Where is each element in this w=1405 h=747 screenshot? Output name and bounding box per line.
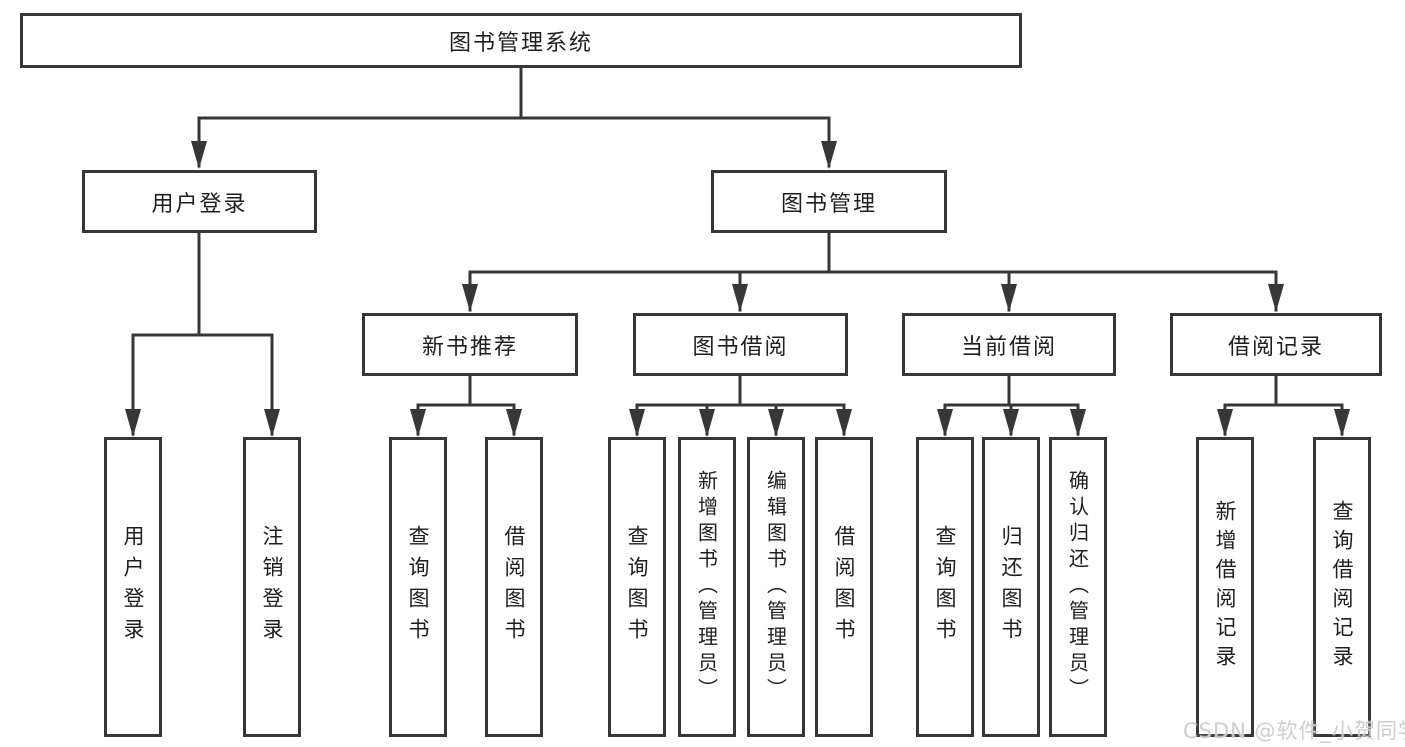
node-borrowing-records: 借阅记录: [1170, 313, 1382, 376]
leaf-borrow-books-1: 借阅图书: [485, 437, 543, 737]
csdn-watermark: CSDN @软件_小贺同学: [1183, 719, 1405, 743]
arrowhead-icons: [125, 141, 1350, 437]
leaf-confirm-return-admin: 确认归还（管理员）: [1049, 437, 1107, 737]
node-label: 图书管理: [780, 191, 877, 217]
node-label: 查询图书: [933, 525, 957, 649]
node-current-borrowing: 当前借阅: [902, 313, 1116, 376]
leaf-add-borrow-record: 新增借阅记录: [1196, 437, 1254, 737]
node-label: 新书推荐: [421, 334, 518, 360]
node-label: 用户登录: [121, 525, 145, 649]
leaf-query-books-3: 查询图书: [916, 437, 974, 737]
node-label: 新增图书（管理员）: [694, 470, 719, 704]
node-book-management: 图书管理: [711, 170, 947, 233]
node-label: 当前借阅: [960, 334, 1057, 360]
node-label: 用户登录: [151, 191, 248, 217]
leaf-return-books: 归还图书: [982, 437, 1040, 737]
node-label: 归还图书: [999, 525, 1023, 649]
leaf-logout: 注销登录: [243, 437, 301, 737]
node-label: 图书管理系统: [448, 30, 593, 56]
leaf-user-login: 用户登录: [104, 437, 162, 737]
leaf-query-books-1: 查询图书: [389, 437, 447, 737]
node-label: 借阅记录: [1227, 334, 1324, 360]
node-label: 新增借阅记录: [1213, 500, 1237, 674]
leaf-borrow-books-2: 借阅图书: [815, 437, 873, 737]
leaf-add-books-admin: 新增图书（管理员）: [678, 437, 736, 737]
leaf-edit-books-admin: 编辑图书（管理员）: [747, 437, 805, 737]
leaf-query-borrow-record: 查询借阅记录: [1313, 437, 1371, 737]
node-label: 注销登录: [260, 525, 284, 649]
node-new-book-recommendation: 新书推荐: [362, 313, 578, 376]
node-book-borrowing: 图书借阅: [633, 313, 848, 376]
node-label: 编辑图书（管理员）: [763, 470, 788, 704]
node-label: 查询图书: [406, 525, 430, 649]
node-root-library-management-system: 图书管理系统: [20, 13, 1022, 68]
node-label: 确认归还（管理员）: [1065, 470, 1090, 704]
node-label: 查询图书: [625, 525, 649, 649]
leaf-query-books-2: 查询图书: [608, 437, 666, 737]
node-label: 借阅图书: [502, 525, 526, 649]
node-label: 图书借阅: [692, 334, 789, 360]
node-label: 查询借阅记录: [1330, 500, 1354, 674]
node-user-login: 用户登录: [82, 170, 317, 233]
node-label: 借阅图书: [832, 525, 856, 649]
